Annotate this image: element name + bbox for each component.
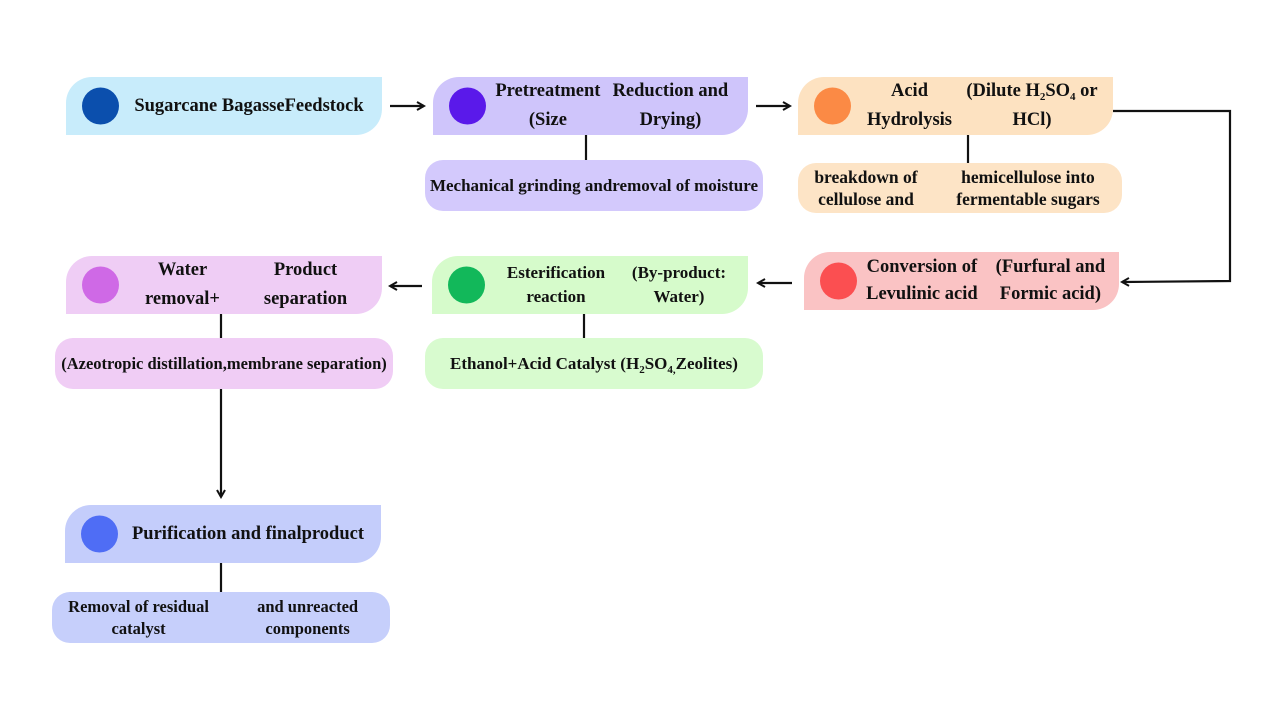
- text-line: Reduction and Drying): [612, 81, 729, 130]
- text-line: Pretreatment (Size: [495, 81, 601, 130]
- stage-water-removal[interactable]: Water removal+ Product separation: [66, 256, 382, 314]
- text-line: (By-product: Water): [631, 263, 727, 306]
- arrow-hydrolysis-to-conversion: [1113, 109, 1232, 282]
- feedstock-marker-icon: [82, 87, 119, 125]
- text-line: removal of moisture: [612, 175, 759, 195]
- stage-esterification[interactable]: Esterification reaction (By-product: Wate…: [432, 256, 748, 314]
- text-line: (Dilute H2SO4 or HCl): [966, 81, 1098, 130]
- text-line: Ethanol+Acid Catalyst (H2SO4,: [450, 353, 676, 376]
- detail-purification: Removal of residual catalyst and unreacte…: [52, 592, 390, 643]
- stage-acid-hydrolysis[interactable]: Acid Hydrolysis (Dilute H2SO4 or HCl): [798, 77, 1113, 135]
- purification-marker-icon: [81, 515, 118, 553]
- stage-title: Water removal+ Product separation: [126, 256, 372, 314]
- text-line: Feedstock: [284, 95, 364, 116]
- text-line: Esterification reaction: [506, 263, 606, 306]
- detail-acid-hydrolysis: breakdown of cellulose and hemicellulose …: [798, 163, 1122, 213]
- stage-levulinic-conversion[interactable]: Conversion of Levulinic acid (Furfural an…: [804, 252, 1119, 310]
- text-line: hemicellulose into fermentable sugars: [956, 167, 1100, 209]
- stage-title: Esterification reaction (By-product: Wate…: [492, 256, 738, 314]
- acid-hydrolysis-marker-icon: [814, 87, 851, 125]
- text-line: Mechanical grinding and: [429, 175, 613, 195]
- text-line: (Azeotropic distillation,: [61, 353, 227, 373]
- text-line: product: [301, 523, 364, 544]
- water-removal-marker-icon: [82, 266, 119, 304]
- text-line: (Furfural and Formic acid): [995, 257, 1106, 304]
- detail-water-removal: (Azeotropic distillation,membrane separa…: [55, 338, 393, 389]
- esterification-marker-icon: [448, 266, 485, 304]
- text-line: Water removal+: [145, 260, 220, 309]
- text-line: breakdown of cellulose and: [814, 167, 918, 209]
- stage-title: Conversion of Levulinic acid (Furfural an…: [856, 252, 1113, 310]
- text-line: Removal of residual catalyst: [68, 596, 210, 638]
- stage-title: Acid Hydrolysis (Dilute H2SO4 or HCl): [858, 77, 1103, 135]
- pretreatment-marker-icon: [449, 87, 486, 125]
- levulinic-conversion-marker-icon: [820, 262, 857, 300]
- text-line: and unreacted components: [257, 596, 359, 638]
- text-line: membrane separation): [226, 353, 387, 373]
- text-line: Conversion of Levulinic acid: [866, 257, 978, 304]
- detail-esterification: Ethanol+Acid Catalyst (H2SO4,Zeolites): [425, 338, 763, 389]
- text-line: Zeolites): [675, 353, 738, 373]
- text-line: Acid Hydrolysis: [867, 81, 952, 130]
- text-line: Sugarcane Bagasse: [134, 95, 285, 116]
- text-line: Purification and final: [132, 523, 302, 544]
- text-line: Product separation: [263, 260, 348, 309]
